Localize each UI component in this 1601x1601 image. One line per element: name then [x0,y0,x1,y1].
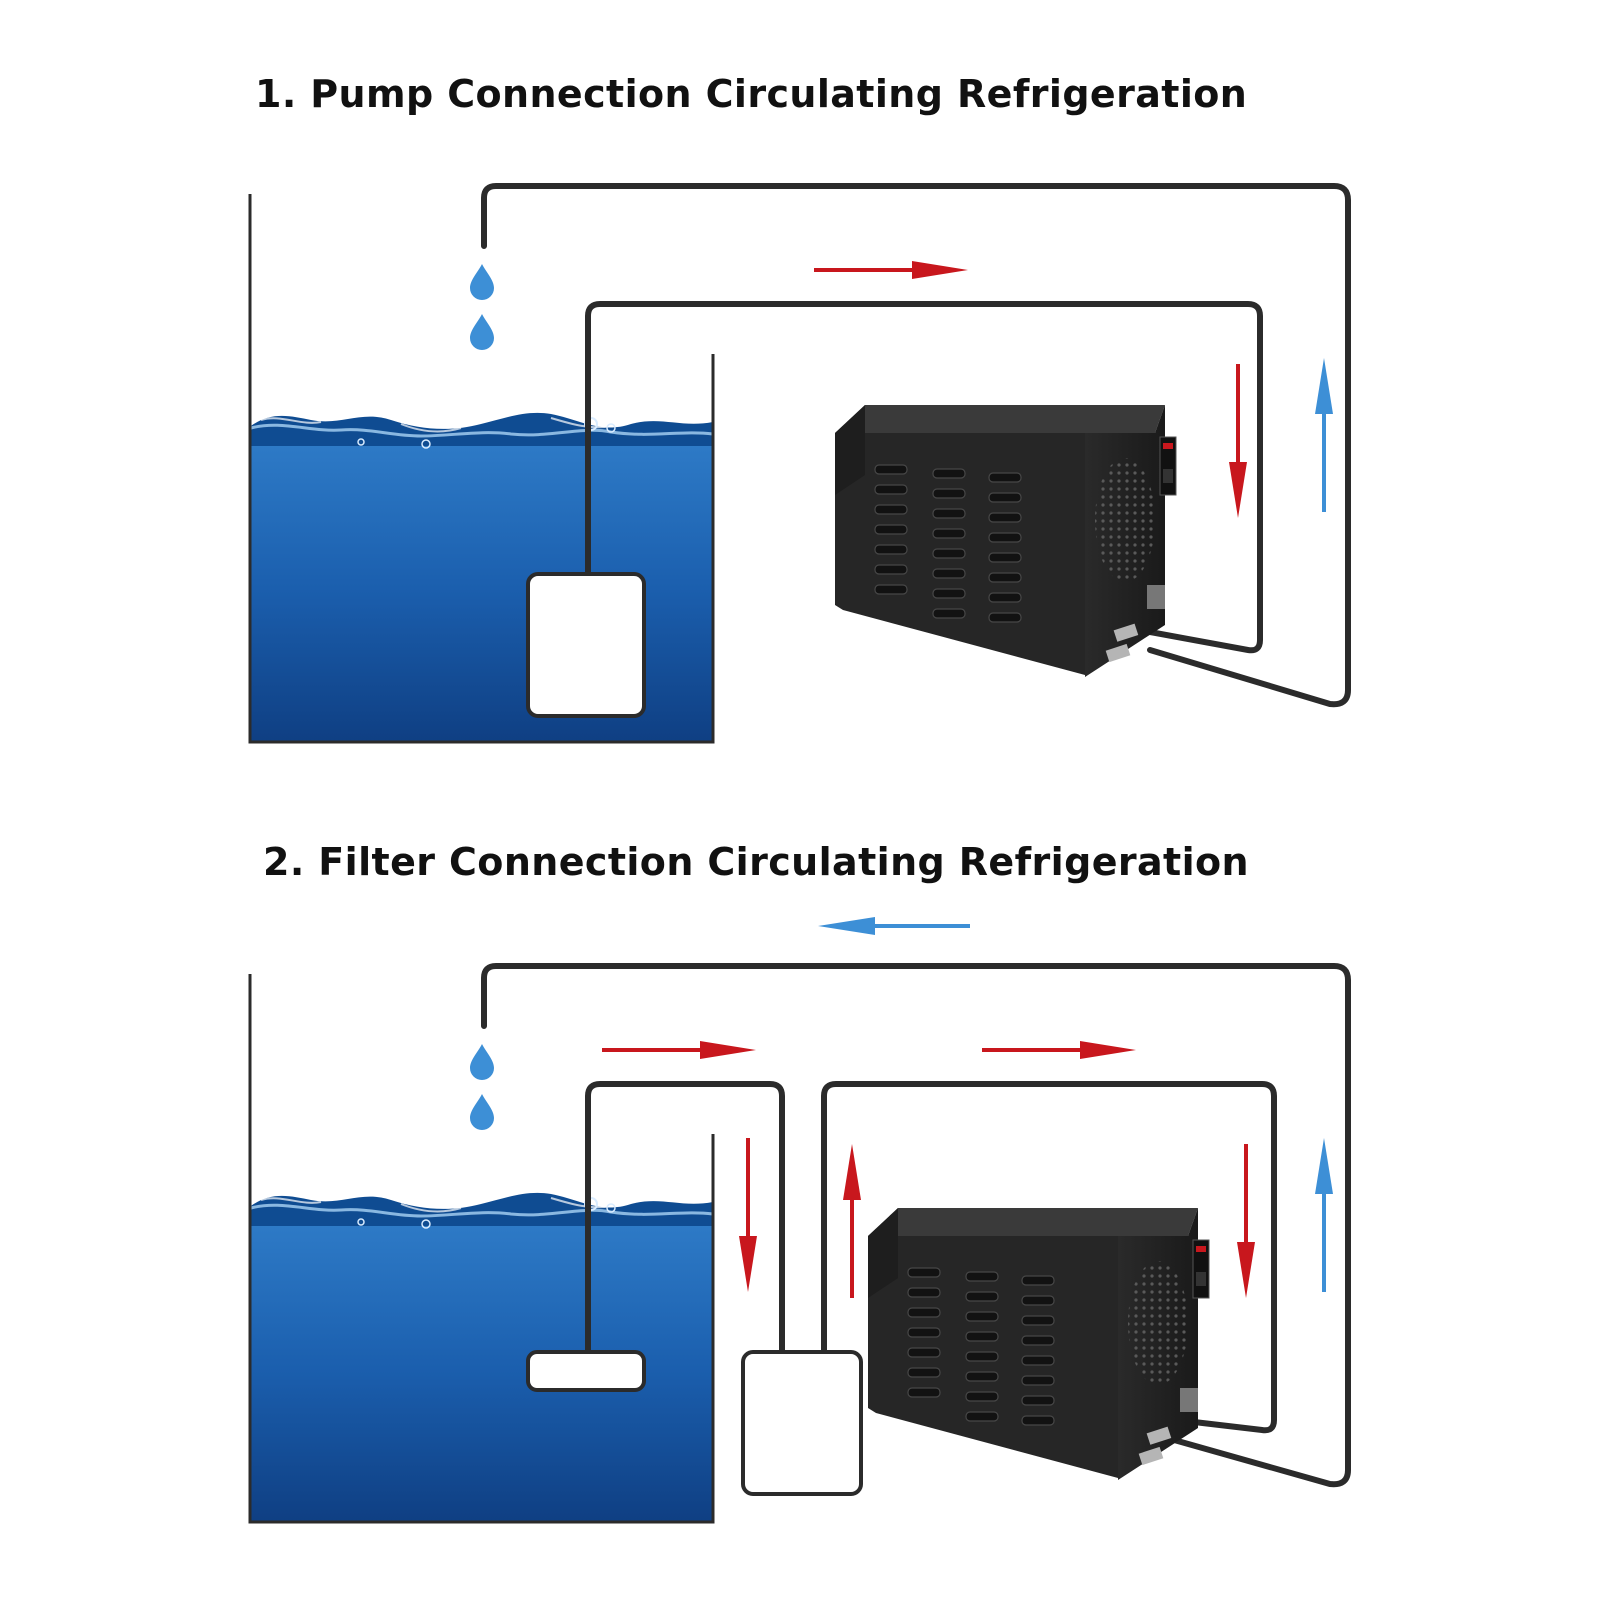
flow-arrow-icon [739,1138,757,1292]
chiller-unit-icon [834,404,1177,678]
return-pipe [481,183,1351,708]
flow-arrow-icon [1229,364,1247,518]
flow-arrow-icon [843,1144,861,1298]
flow-arrow-icon [1315,358,1333,512]
water-surface [249,1191,715,1230]
filter-icon [741,1350,863,1496]
water-drop-icon [470,1094,494,1130]
pump-icon [526,572,646,718]
flow-arrow-icon [1237,1144,1255,1298]
flow-arrow-icon [602,1041,756,1059]
tank-wall [248,194,715,744]
chiller-unit-icon [867,1207,1210,1481]
flow-arrow-icon [814,261,968,279]
section-1-title: 1. Pump Connection Circulating Refrigera… [255,72,1248,116]
return-pipe [481,963,1351,1488]
flow-arrow-icon [1315,1138,1333,1292]
filter-chiller-pipe [821,1081,1277,1434]
section-2-title: 2. Filter Connection Circulating Refrige… [263,840,1250,884]
water-drop-icon [470,314,494,350]
tank-wall [248,974,715,1524]
pump-icon [526,1350,646,1392]
water-surface [249,411,715,450]
section-1-diagram [248,183,1351,744]
water-drop-icon [470,264,494,300]
flow-arrow-icon [818,917,970,935]
pump-filter-pipe [585,1081,785,1357]
water-drop-icon [470,1044,494,1080]
section-2-diagram [248,917,1351,1524]
supply-pipe [585,301,1263,654]
flow-arrow-icon [982,1041,1136,1059]
